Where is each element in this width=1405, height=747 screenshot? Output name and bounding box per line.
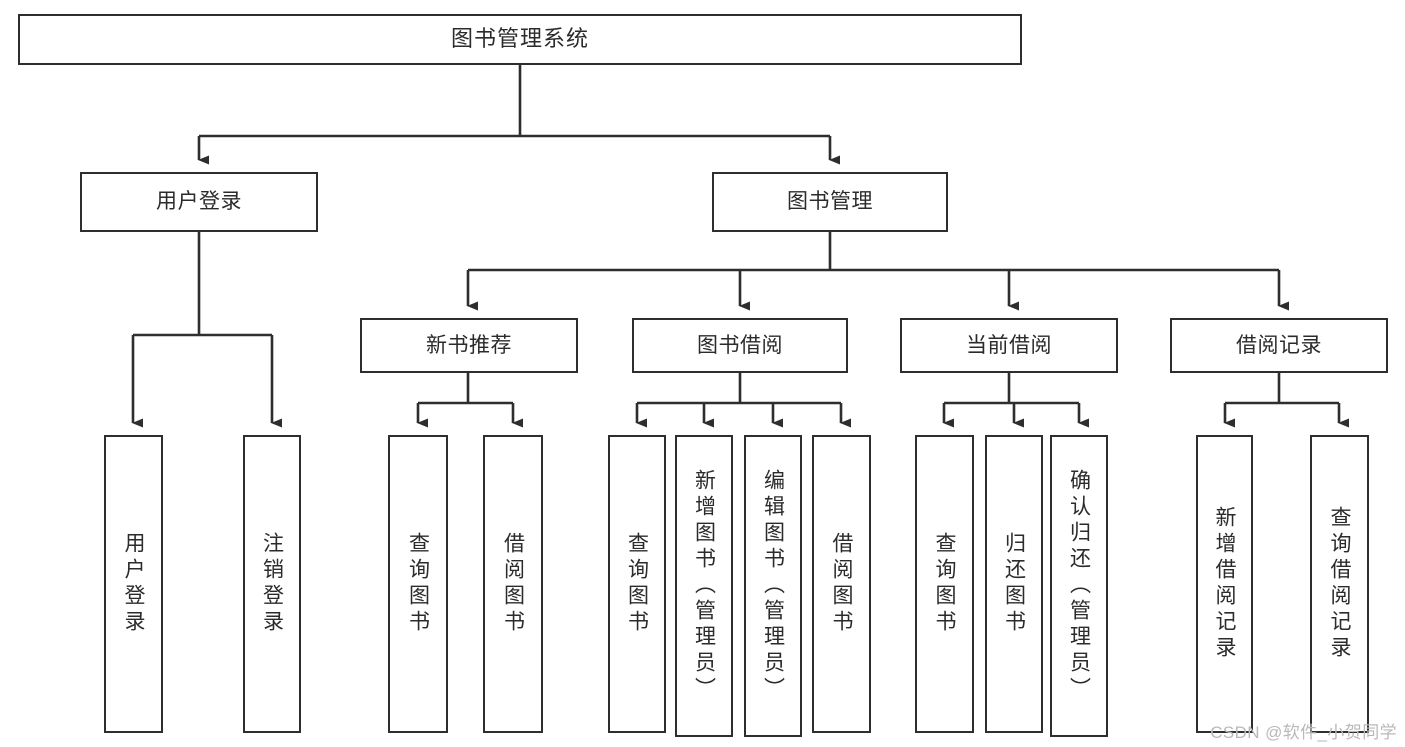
node-leaf-return-book[interactable]: 归还图书 xyxy=(985,435,1043,733)
node-leaf-return-book-label: 归还图书 xyxy=(1002,532,1026,636)
node-leaf-borrow-book-1[interactable]: 借阅图书 xyxy=(483,435,543,733)
node-leaf-query-book-3-label: 查询图书 xyxy=(933,532,956,636)
node-borrow-record[interactable]: 借阅记录 xyxy=(1170,318,1388,373)
node-new-book-recommend[interactable]: 新书推荐 xyxy=(360,318,578,373)
node-book-borrow-label: 图书借阅 xyxy=(697,333,783,357)
node-leaf-edit-book-label: 编辑图书（管理员） xyxy=(761,469,785,703)
node-leaf-query-book-1[interactable]: 查询图书 xyxy=(388,435,448,733)
node-leaf-user-login[interactable]: 用户登录 xyxy=(104,435,163,733)
node-book-manage[interactable]: 图书管理 xyxy=(712,172,948,232)
node-leaf-confirm-return-label: 确认归还（管理员） xyxy=(1067,469,1091,703)
node-leaf-logout[interactable]: 注销登录 xyxy=(243,435,301,733)
node-leaf-borrow-book-1-label: 借阅图书 xyxy=(501,532,525,636)
node-leaf-query-book-2[interactable]: 查询图书 xyxy=(608,435,666,733)
node-leaf-query-record[interactable]: 查询借阅记录 xyxy=(1310,435,1369,733)
node-book-manage-label: 图书管理 xyxy=(787,190,873,214)
node-leaf-query-book-2-label: 查询图书 xyxy=(625,532,649,636)
node-leaf-query-book-3[interactable]: 查询图书 xyxy=(915,435,974,733)
node-leaf-borrow-book-2-label: 借阅图书 xyxy=(830,532,853,636)
node-leaf-query-book-1-label: 查询图书 xyxy=(406,532,430,636)
node-leaf-user-login-label: 用户登录 xyxy=(122,532,145,636)
node-user-login[interactable]: 用户登录 xyxy=(80,172,318,232)
node-borrow-record-label: 借阅记录 xyxy=(1236,333,1322,357)
node-user-login-label: 用户登录 xyxy=(156,190,242,214)
node-leaf-add-record[interactable]: 新增借阅记录 xyxy=(1196,435,1253,733)
node-book-borrow[interactable]: 图书借阅 xyxy=(632,318,848,373)
node-leaf-confirm-return[interactable]: 确认归还（管理员） xyxy=(1050,435,1108,737)
node-current-borrow-label: 当前借阅 xyxy=(966,333,1052,357)
node-leaf-add-book[interactable]: 新增图书（管理员） xyxy=(675,435,733,737)
node-new-book-recommend-label: 新书推荐 xyxy=(426,333,512,357)
node-leaf-logout-label: 注销登录 xyxy=(260,532,284,636)
node-current-borrow[interactable]: 当前借阅 xyxy=(900,318,1118,373)
node-leaf-add-book-label: 新增图书（管理员） xyxy=(692,469,716,703)
node-root-label: 图书管理系统 xyxy=(450,26,589,52)
node-leaf-query-record-label: 查询借阅记录 xyxy=(1328,506,1351,662)
watermark: CSDN @软件_小贺同学 xyxy=(1210,723,1397,742)
node-root[interactable]: 图书管理系统 xyxy=(18,14,1022,65)
node-leaf-edit-book[interactable]: 编辑图书（管理员） xyxy=(744,435,802,737)
node-leaf-add-record-label: 新增借阅记录 xyxy=(1213,506,1236,662)
node-leaf-borrow-book-2[interactable]: 借阅图书 xyxy=(812,435,871,733)
